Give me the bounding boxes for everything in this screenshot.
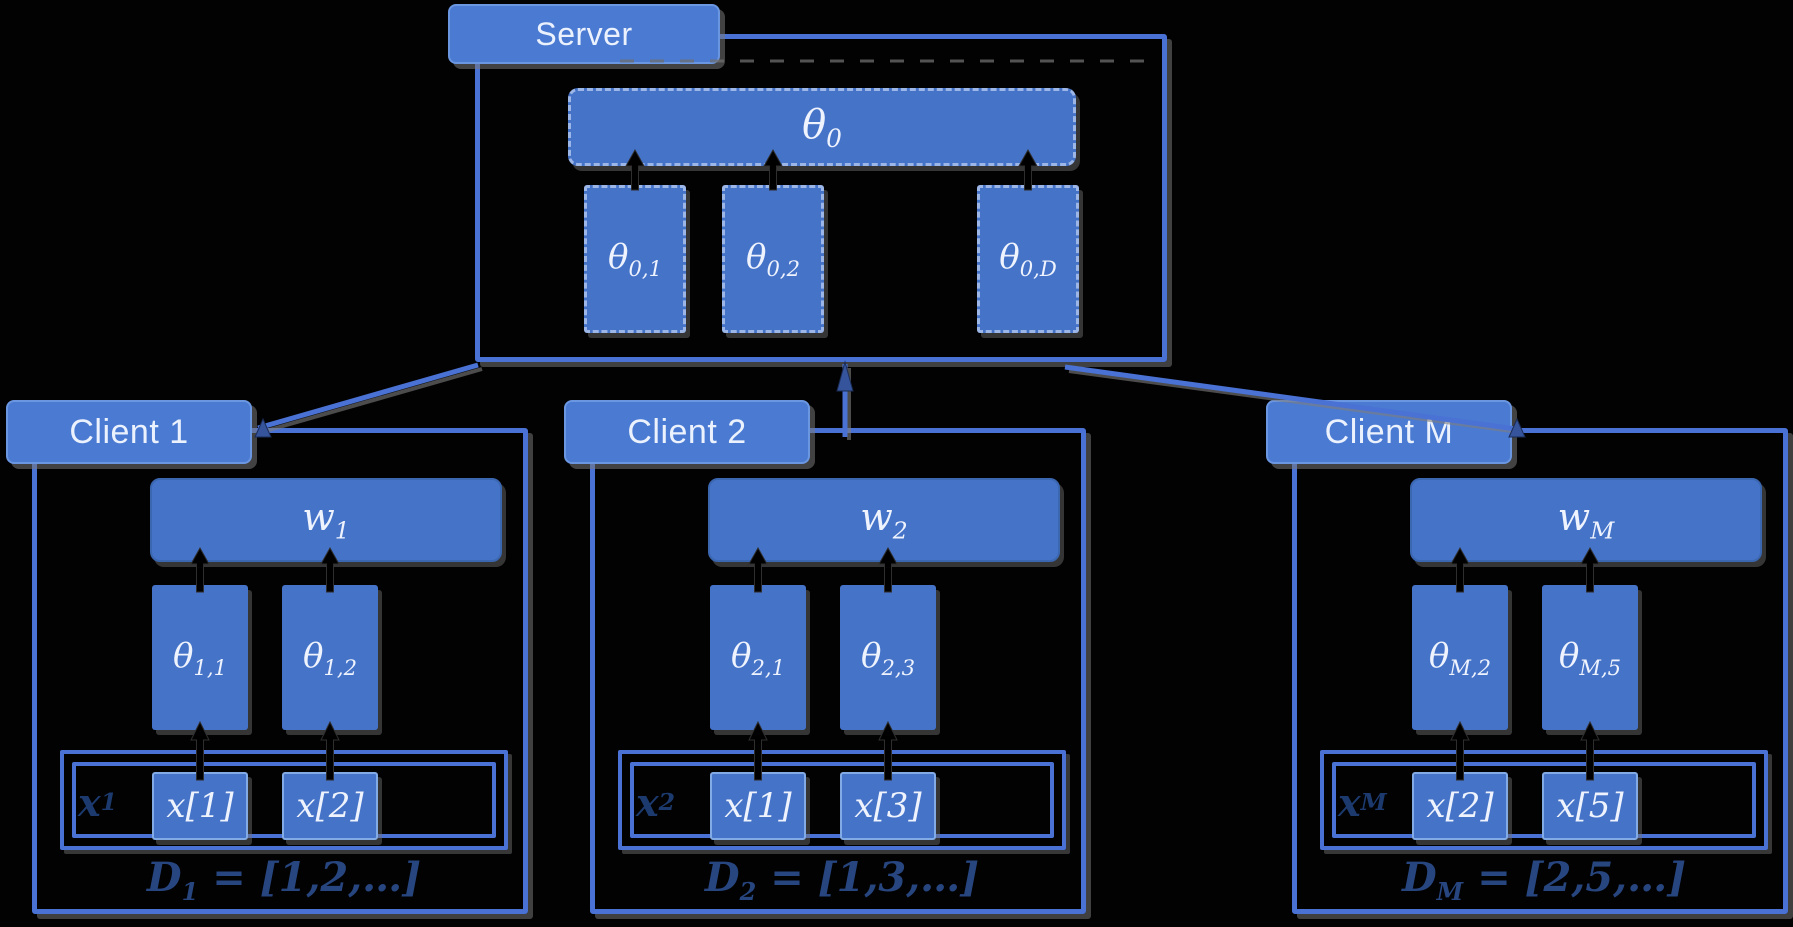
server-param-label: θ0,2 xyxy=(745,237,800,281)
server-model-box: θ0 xyxy=(568,88,1076,166)
client-param-label: θ2,3 xyxy=(860,635,915,680)
server-param-box-2: θ0,2 xyxy=(722,185,824,333)
client-2-param-box-1: θ2,1 xyxy=(710,585,806,730)
client-param-label: θM,2 xyxy=(1428,635,1492,680)
client-1-dataset-rect xyxy=(60,750,508,850)
client-2-dataset-equation: D2 = [1,3,…] xyxy=(704,854,980,906)
client-2-container xyxy=(590,428,1086,914)
client-1-feature-box-1: x[1] xyxy=(152,772,248,840)
client-M-param-box-2: θM,5 xyxy=(1542,585,1638,730)
client-model-label: wM xyxy=(1557,495,1615,545)
client-1-feature-box-2: x[2] xyxy=(282,772,378,840)
client-param-label: θ1,1 xyxy=(172,635,227,680)
client-M-model-box: wM xyxy=(1410,478,1762,562)
server-param-label: θ0,1 xyxy=(607,237,662,281)
client-1-param-box-2: θ1,2 xyxy=(282,585,378,730)
client-M-label: Client M xyxy=(1266,400,1512,464)
client-M-dataset-rect xyxy=(1320,750,1768,850)
client-M-container xyxy=(1292,428,1788,914)
client-model-label: w2 xyxy=(860,495,908,545)
client-1-model-box: w1 xyxy=(150,478,502,562)
server-model-label: θ0 xyxy=(802,101,842,153)
client-1-label: Client 1 xyxy=(6,400,252,464)
client-model-label: w1 xyxy=(302,495,350,545)
client-2-label: Client 2 xyxy=(564,400,810,464)
server-label: Server xyxy=(448,4,720,64)
client-2-model-box: w2 xyxy=(708,478,1060,562)
client-M-dataset-equation: DM = [2,5,…] xyxy=(1401,854,1686,906)
server-container xyxy=(475,34,1167,362)
client-M-feature-box-2: x[5] xyxy=(1542,772,1638,840)
client-M-feature-box-1: x[2] xyxy=(1412,772,1508,840)
client-2-param-box-2: θ2,3 xyxy=(840,585,936,730)
client-1-dataset-equation: D1 = [1,2,…] xyxy=(146,854,422,906)
server-param-label: θ0,D xyxy=(999,237,1057,281)
client-param-label: θ2,1 xyxy=(730,635,785,680)
client-param-label: θM,5 xyxy=(1558,635,1622,680)
client-1-param-box-1: θ1,1 xyxy=(152,585,248,730)
client-2-feature-box-2: x[3] xyxy=(840,772,936,840)
client-2-feature-box-1: x[1] xyxy=(710,772,806,840)
client-param-label: θ1,2 xyxy=(302,635,357,680)
client-2-dataset-rect xyxy=(618,750,1066,850)
client-M-param-box-1: θM,2 xyxy=(1412,585,1508,730)
server-param-box-D: θ0,D xyxy=(977,185,1079,333)
